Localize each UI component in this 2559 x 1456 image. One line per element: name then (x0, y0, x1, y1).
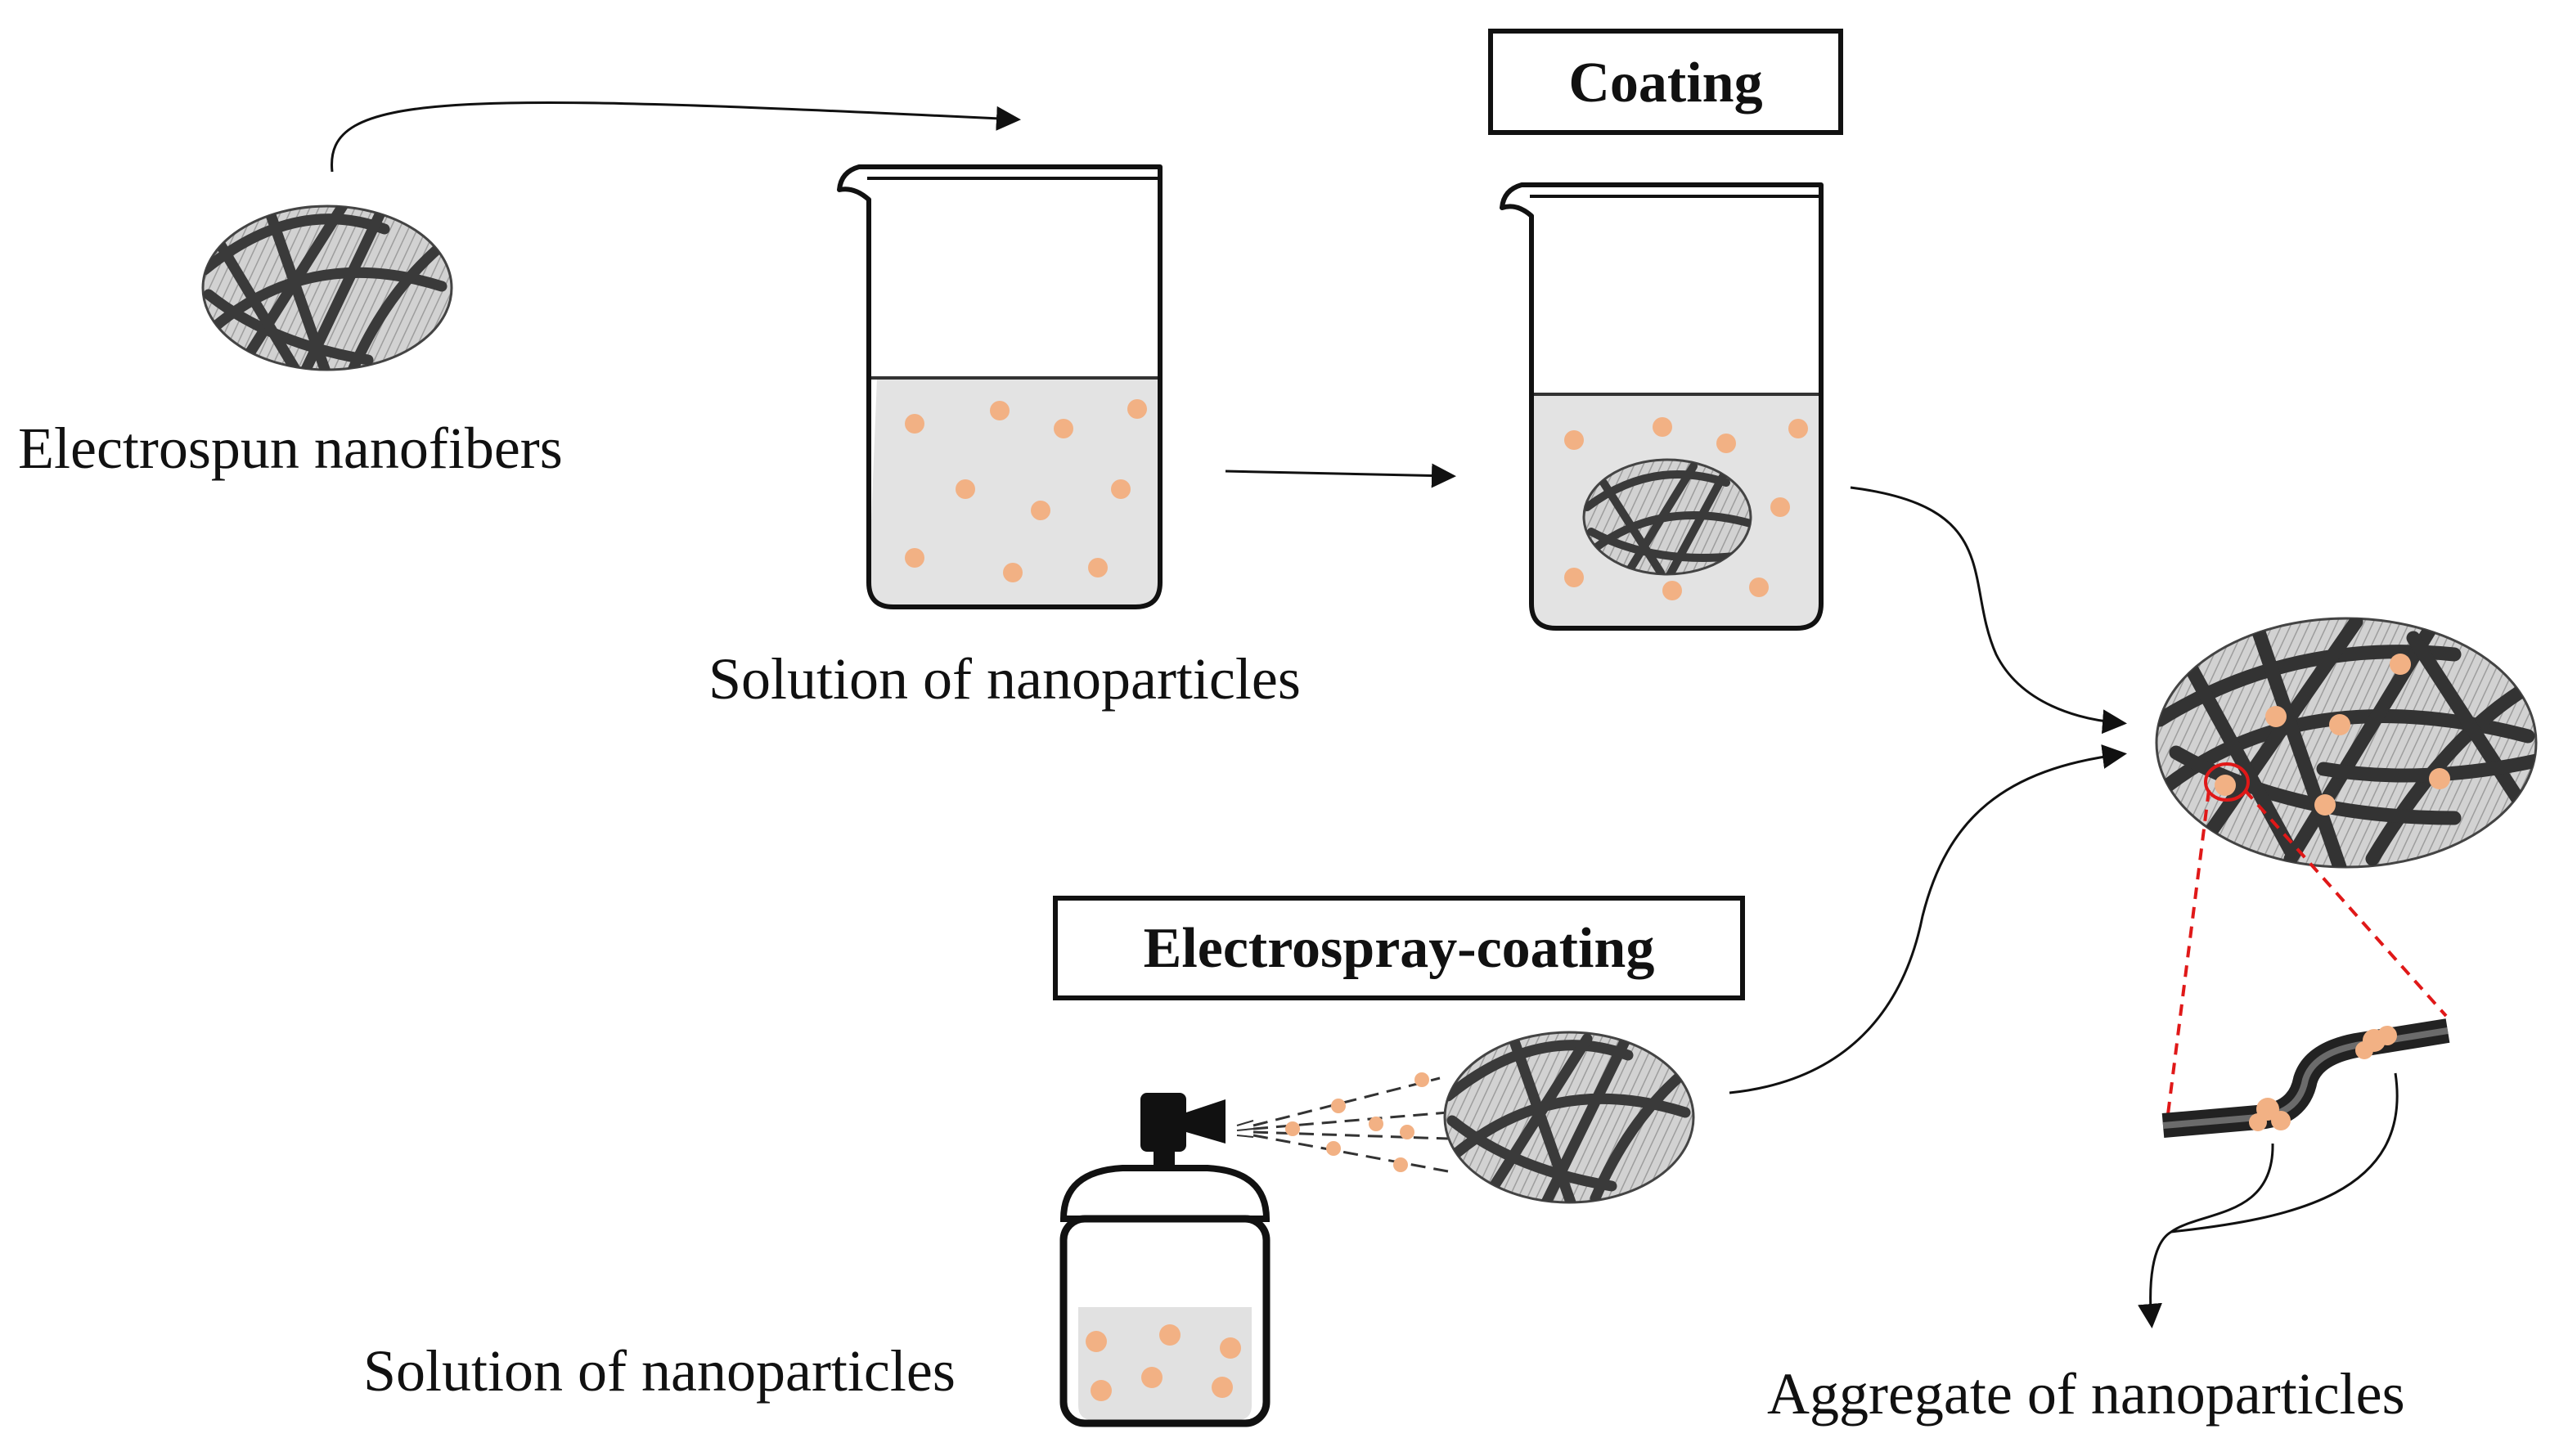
electrospun-nanofiber-mat (201, 204, 453, 371)
arrow-coating-to-result (1850, 486, 2127, 735)
zoom-line-left (2166, 789, 2210, 1115)
sprayed-nanofiber-mat (1443, 1031, 1695, 1204)
label-solution-of-nanoparticles-top: Solution of nanoparticles (708, 646, 1301, 712)
zoomed-nanofiber (2161, 1018, 2450, 1138)
spray-lines (1253, 1076, 1449, 1173)
zoom-line-right (2243, 789, 2448, 1018)
beaker-solution (837, 164, 1163, 609)
label-electrospun-nanofibers: Electrospun nanofibers (18, 416, 563, 481)
label-solution-of-nanoparticles-bottom: Solution of nanoparticles (363, 1338, 956, 1404)
nanoparticles-bottle (1086, 1324, 1241, 1401)
arrow-electrospray-to-result (1729, 744, 2127, 1094)
nanoparticles-on-mat (2215, 654, 2450, 816)
coated-nanofiber-mat (2155, 617, 2538, 869)
aggregate-pointer-lines (2151, 1072, 2399, 1323)
zoom-region-marker (2204, 762, 2250, 802)
coating-title: Coating (1568, 52, 1762, 115)
arrow-to-coating (1225, 463, 1456, 488)
label-aggregate-of-nanoparticles: Aggregate of nanoparticles (1767, 1361, 2405, 1427)
spray-bottle (1059, 1093, 1271, 1427)
arrow-to-solution (331, 101, 1021, 173)
nanoparticles-beaker-1 (905, 399, 1147, 582)
electrospray-coating-title: Electrospray-coating (1144, 917, 1655, 980)
nanoparticle-aggregates (2249, 1026, 2397, 1131)
spray-nozzle-tip (1236, 1120, 1254, 1138)
nanoparticles-beaker-2 (1564, 417, 1808, 600)
spray-droplets (1285, 1072, 1429, 1172)
nanofiber-mat-in-beaker (1582, 458, 1752, 576)
electrospray-title-box (1053, 896, 1745, 1000)
coating-title-box (1488, 29, 1843, 135)
